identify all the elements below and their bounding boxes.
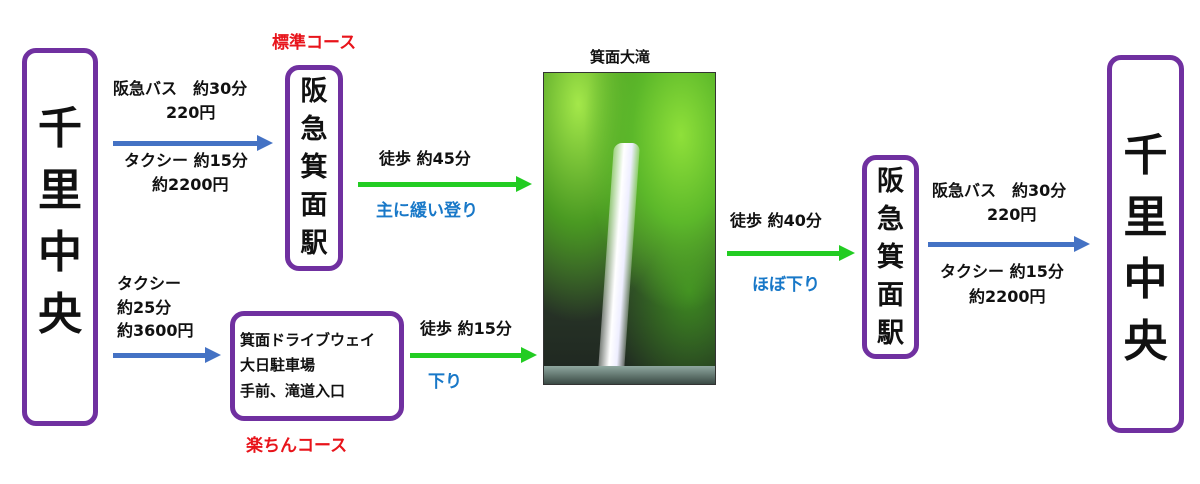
taxi-info-line1: タクシー bbox=[117, 274, 182, 293]
waterfall-stream bbox=[597, 143, 641, 373]
waterfall-pool bbox=[544, 366, 715, 384]
char: 箕 bbox=[300, 152, 328, 183]
station-label: 阪 急 箕 面 駅 bbox=[862, 163, 919, 353]
char: 箕 bbox=[877, 242, 904, 273]
bus-info-line1: 阪急バス 約30分 bbox=[113, 79, 248, 98]
destination-label: 千 里 中 央 bbox=[1107, 125, 1184, 373]
standard-course-label: 標準コース bbox=[272, 33, 357, 53]
bus-info-line2: 220円 bbox=[987, 205, 1037, 224]
char: 駅 bbox=[300, 228, 328, 259]
char: 阪 bbox=[877, 166, 904, 197]
char: 央 bbox=[1123, 316, 1168, 367]
bus-arrow bbox=[113, 135, 273, 151]
walk-note: ほぼ下り bbox=[752, 275, 820, 295]
station-box-minoh bbox=[862, 155, 919, 359]
char: 里 bbox=[1123, 192, 1168, 243]
waterfall-photo bbox=[543, 72, 716, 385]
walk-arrow bbox=[358, 176, 532, 192]
taxi-info-line1: タクシー 約15分 bbox=[124, 151, 248, 170]
walk-note: 主に緩い登り bbox=[376, 201, 478, 221]
walk-arrow bbox=[410, 347, 537, 363]
waterfall-title: 箕面大滝 bbox=[590, 48, 651, 66]
destination-box-senri-chuo bbox=[1107, 55, 1184, 433]
char: 急 bbox=[877, 204, 904, 235]
char: 千 bbox=[38, 103, 82, 154]
parking-box bbox=[230, 311, 404, 421]
char: 面 bbox=[300, 190, 328, 221]
parking-line2: 大日駐車場 bbox=[240, 356, 316, 374]
bus-info-line2: 220円 bbox=[166, 103, 216, 122]
walk-time: 徒歩 約40分 bbox=[730, 211, 822, 230]
walk-note: 下り bbox=[428, 372, 462, 392]
parking-line3: 手前、滝道入口 bbox=[240, 382, 346, 400]
bus-info-line1: 阪急バス 約30分 bbox=[932, 181, 1067, 200]
char: 阪 bbox=[300, 76, 328, 107]
char: 面 bbox=[877, 280, 904, 311]
walk-arrow bbox=[727, 245, 855, 261]
origin-box-senri-chuo bbox=[22, 48, 98, 426]
walk-time: 徒歩 約45分 bbox=[379, 149, 471, 168]
char: 急 bbox=[300, 114, 328, 145]
char: 駅 bbox=[877, 318, 904, 349]
taxi-info-line2: 約2200円 bbox=[152, 175, 229, 194]
char: 中 bbox=[38, 227, 82, 278]
taxi-info-line2: 約25分 bbox=[117, 298, 172, 317]
taxi-info-line1: タクシー 約15分 bbox=[940, 262, 1064, 281]
char: 央 bbox=[38, 289, 82, 340]
origin-label: 千 里 中 央 bbox=[22, 98, 98, 346]
easy-course-label: 楽ちんコース bbox=[246, 436, 348, 456]
taxi-info-line3: 約3600円 bbox=[117, 321, 194, 340]
char: 千 bbox=[1123, 130, 1168, 181]
bus-arrow bbox=[928, 236, 1090, 252]
station-label: 阪 急 箕 面 駅 bbox=[285, 73, 343, 263]
taxi-info-line2: 約2200円 bbox=[969, 287, 1046, 306]
taxi-arrow bbox=[113, 347, 221, 363]
parking-line1: 箕面ドライブウェイ bbox=[240, 331, 376, 349]
char: 里 bbox=[38, 165, 82, 216]
station-box-minoh bbox=[285, 65, 343, 271]
char: 中 bbox=[1123, 254, 1168, 305]
walk-time: 徒歩 約15分 bbox=[420, 319, 512, 338]
